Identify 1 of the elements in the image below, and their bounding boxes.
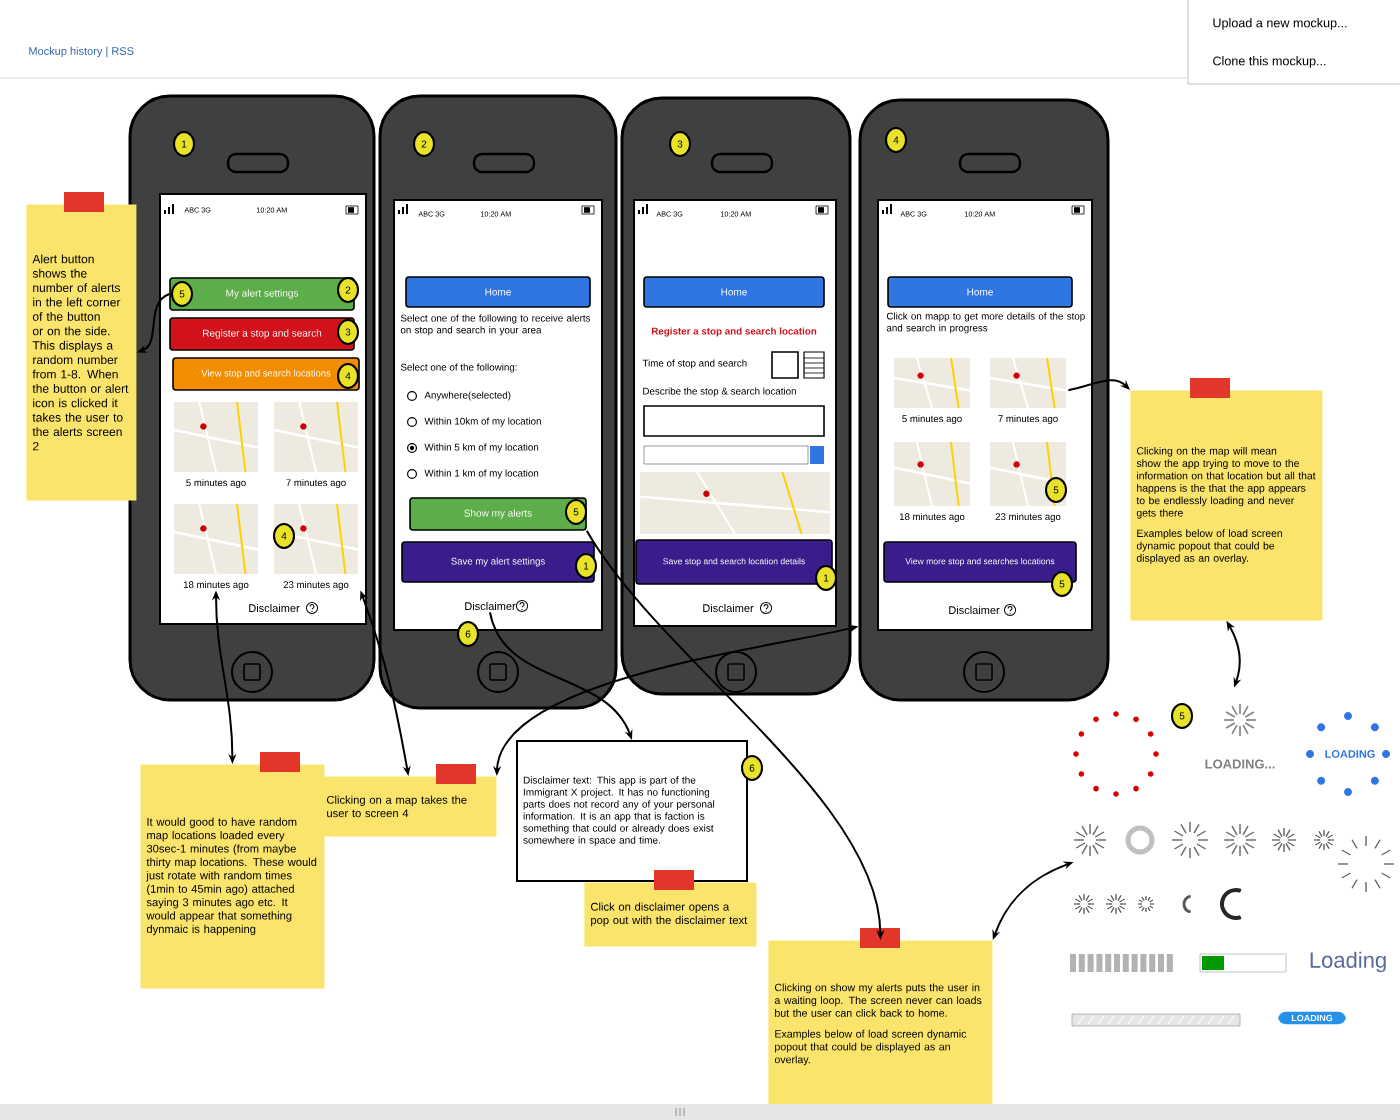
loading-text: Loading: [1310, 951, 1386, 973]
